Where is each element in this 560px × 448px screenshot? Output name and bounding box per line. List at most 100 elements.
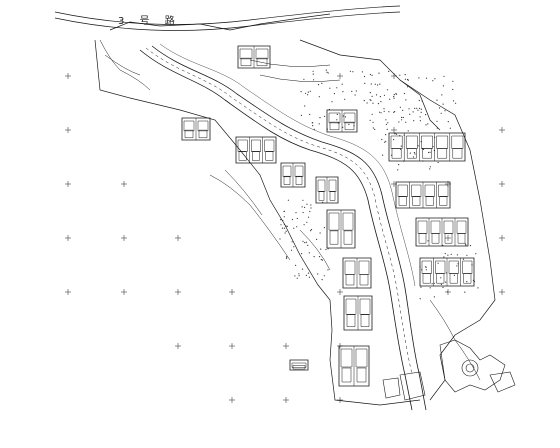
terrain-dot — [466, 254, 468, 256]
terrain-dot — [372, 102, 374, 104]
terrain-dot — [329, 87, 331, 89]
terrain-dot — [336, 119, 338, 121]
terrain-dot — [465, 244, 467, 246]
grid-mark — [499, 127, 505, 133]
terrain-dot — [349, 70, 351, 72]
terrain-dot — [377, 84, 379, 86]
terrain-dot — [428, 151, 430, 154]
terrain-dot — [438, 107, 441, 109]
terrain-dot — [342, 115, 344, 117]
terrain-dot — [409, 113, 411, 115]
terrain-dot — [310, 207, 312, 209]
terrain-dot — [312, 73, 314, 75]
terrain-dot — [372, 121, 374, 123]
grid-mark — [175, 343, 181, 349]
terrain-dot — [427, 240, 429, 242]
terrain-dot — [447, 254, 449, 256]
terrain-dot — [440, 112, 442, 114]
terrain-dot — [305, 274, 307, 276]
terrain-dot — [336, 87, 338, 89]
terrain-dot — [370, 83, 372, 85]
terrain-dot — [420, 286, 422, 288]
internal-road — [140, 44, 426, 410]
terrain-dot — [287, 199, 289, 201]
terrain-dot — [320, 258, 322, 261]
terrain-dot — [440, 283, 442, 285]
grid-mark — [391, 127, 397, 133]
terrain-dot — [313, 256, 315, 258]
terrain-dot — [326, 71, 328, 73]
terrain-dot — [455, 102, 457, 104]
landscape-contours — [100, 40, 480, 380]
terrain-dot — [383, 110, 385, 112]
terrain-dot — [303, 78, 305, 80]
terrain-dot — [450, 253, 452, 255]
terrain-dot — [419, 116, 421, 118]
terrain-dot — [363, 100, 365, 102]
terrain-dot — [369, 92, 371, 94]
terrain-dot — [369, 73, 371, 76]
terrain-dot — [424, 266, 427, 268]
grid-mark — [65, 127, 71, 133]
terrain-dot — [317, 84, 320, 86]
terrain-dot — [293, 227, 295, 229]
terrain-dot — [404, 78, 406, 80]
terrain-dot — [286, 225, 288, 227]
terrain-dot — [437, 262, 439, 264]
terrain-dot — [380, 101, 382, 103]
terrain-dot — [319, 232, 321, 234]
terrain-dot — [380, 112, 382, 114]
terrain-dot — [318, 96, 320, 98]
terrain-dot — [312, 125, 314, 127]
terrain-dot — [452, 100, 455, 102]
terrain-dot — [366, 102, 368, 104]
terrain-dot — [319, 117, 321, 119]
building-row-houses-2 — [281, 163, 305, 187]
terrain-dot — [284, 232, 286, 234]
terrain-dot — [310, 229, 313, 231]
terrain-dot — [413, 120, 415, 122]
terrain-dot — [354, 94, 356, 96]
terrain-dot — [374, 83, 376, 85]
terrain-dot — [377, 103, 380, 105]
terrain-dot — [440, 277, 442, 279]
terrain-dot — [351, 90, 353, 92]
building-row-houses-6 — [344, 296, 372, 330]
terrain-dot — [414, 153, 416, 155]
terrain-dot — [393, 94, 395, 96]
terrain-dot — [379, 83, 381, 85]
terrain-dot — [386, 89, 389, 91]
grid-mark — [175, 235, 181, 241]
terrain-dot — [412, 156, 415, 158]
terrain-dot — [379, 111, 381, 113]
terrain-dot — [403, 92, 405, 95]
terrain-dot — [417, 145, 419, 147]
grid-mark — [229, 343, 235, 349]
terrain-dot — [325, 248, 327, 251]
terrain-dot — [425, 77, 428, 79]
terrain-dot — [370, 99, 372, 101]
terrain-dot — [419, 120, 421, 122]
terrain-dot — [405, 99, 407, 101]
terrain-dot — [395, 133, 398, 135]
terrain-dot — [398, 164, 400, 166]
terrain-dot — [407, 79, 409, 81]
grid-mark — [229, 397, 235, 403]
terrain-dot — [309, 230, 312, 232]
terrain-dot — [307, 244, 309, 246]
terrain-dot — [388, 111, 390, 113]
building-row-houses-11 — [420, 258, 474, 286]
terrain-dot — [317, 273, 319, 275]
terrain-dot — [382, 154, 384, 156]
terrain-dot — [318, 256, 321, 258]
terrain-dot — [309, 210, 311, 213]
grid-mark — [229, 289, 235, 295]
terrain-dot — [413, 152, 416, 154]
terrain-dot — [433, 296, 435, 298]
terrain-dot — [318, 123, 320, 125]
terrain-dot — [429, 151, 431, 153]
terrain-dot — [447, 121, 449, 123]
terrain-dot — [310, 204, 312, 206]
terrain-dot — [416, 107, 418, 109]
